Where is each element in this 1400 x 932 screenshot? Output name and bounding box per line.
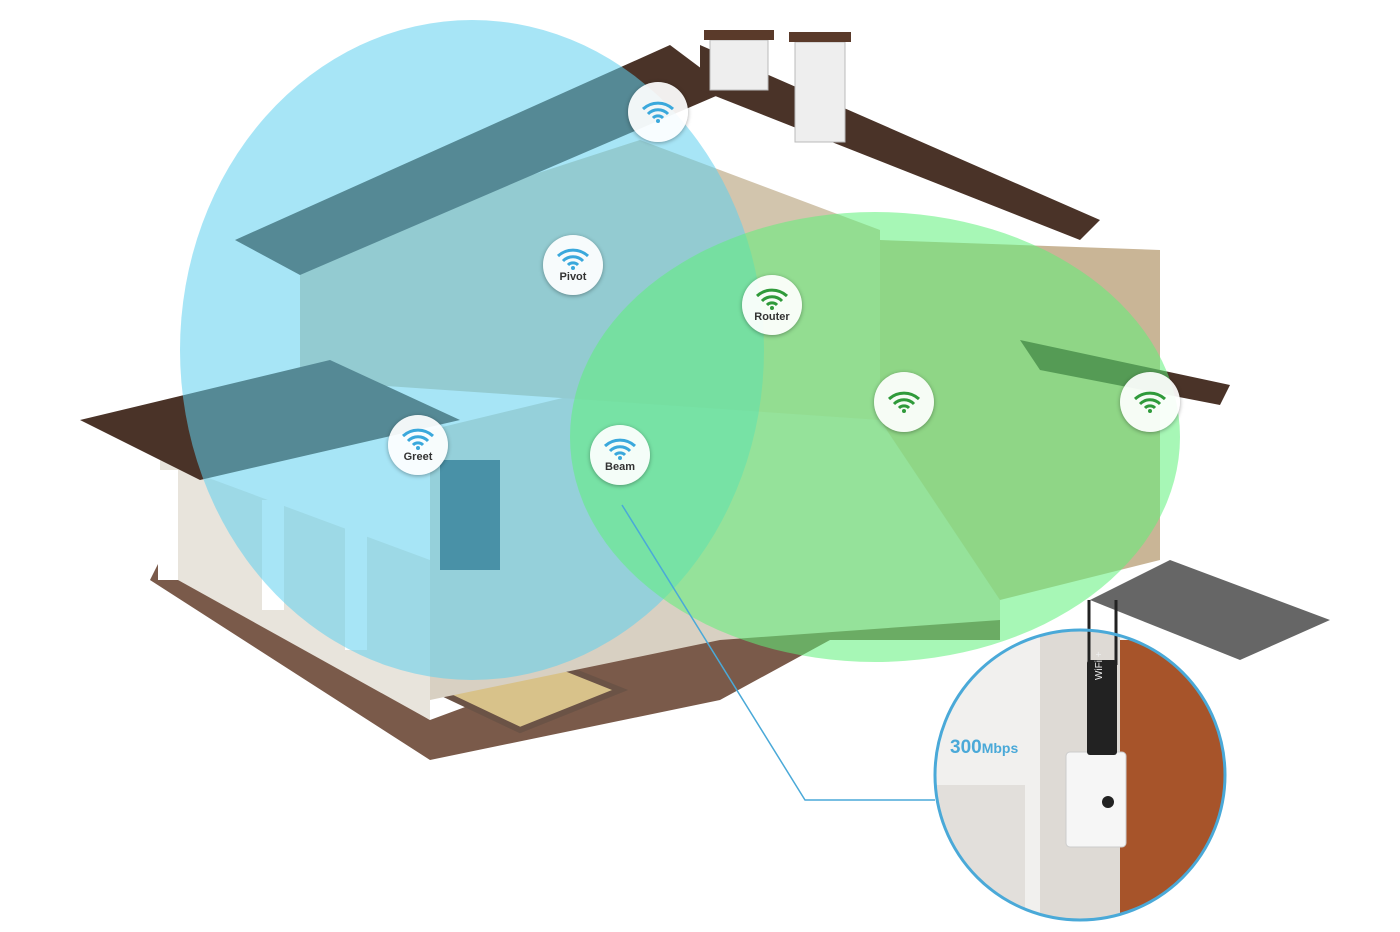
wifi-icon xyxy=(603,438,637,460)
extender-body xyxy=(1065,751,1127,848)
inset-photo xyxy=(935,630,1225,920)
speed-value: 300 xyxy=(950,737,982,758)
node-label: Beam xyxy=(605,460,635,473)
wifi-icon xyxy=(755,288,789,310)
node-label: Pivot xyxy=(559,270,587,283)
node-label: Greet xyxy=(403,450,433,463)
chimney-left xyxy=(709,39,769,91)
device-label: WiFi + xyxy=(1094,651,1105,680)
node-label: Router xyxy=(754,310,790,323)
speed-unit: Mbps xyxy=(981,740,1019,756)
wifi-icon xyxy=(1133,391,1167,413)
wifi-node-badge xyxy=(628,82,688,142)
wifi-node-badge: Pivot xyxy=(543,235,603,295)
antenna-module xyxy=(1087,660,1117,755)
wifi-node-badge: Router xyxy=(742,275,802,335)
inset-frame xyxy=(933,628,1227,922)
chimney-right xyxy=(794,41,846,143)
wifi-icon xyxy=(887,391,921,413)
chimney-cap xyxy=(789,32,851,42)
wifi-node-badge xyxy=(1120,372,1180,432)
wifi-icon xyxy=(401,428,435,450)
column xyxy=(158,470,178,580)
camera-lens xyxy=(1102,796,1114,808)
wifi-node-badge xyxy=(874,372,934,432)
driveway xyxy=(1090,560,1330,660)
wifi-icon xyxy=(556,248,590,270)
callout-line xyxy=(621,504,935,801)
green-coverage-zone xyxy=(570,212,1180,662)
wifi-node-badge: Greet xyxy=(388,415,448,475)
speed-label: 300Mbps xyxy=(950,737,1018,759)
wifi-node-badge: Beam xyxy=(590,425,650,485)
chimney-cap xyxy=(704,30,774,40)
wifi-icon xyxy=(641,101,675,123)
foundation xyxy=(150,560,1000,760)
